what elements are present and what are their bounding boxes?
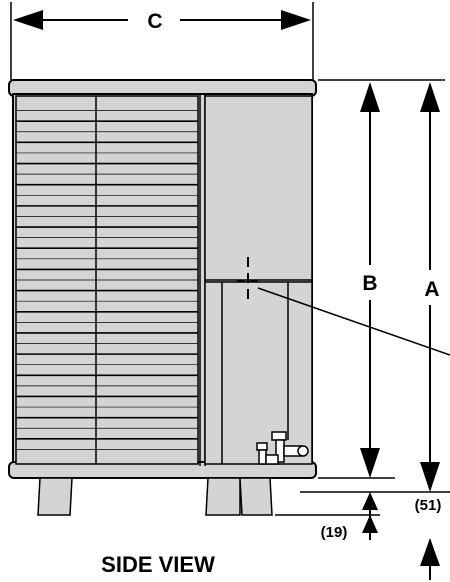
dim-c-label: C [147,10,162,33]
leader-line [257,287,450,356]
dim-51-arrow-up [420,538,440,566]
dim-51-label: (51) [415,497,442,514]
dim-c-arrow-left [13,10,43,30]
dimension-c: C [10,2,314,80]
upper-access-panel [204,95,313,281]
foot-center [205,477,241,516]
service-valves [256,431,309,465]
foot-left [37,477,73,516]
dimension-a: A [390,79,445,492]
base-dimensions: (51) (19) [275,477,450,580]
foot-right [239,477,273,516]
dim-a-arrow-bottom [420,462,440,492]
unit-body [8,79,450,479]
dim-19-label: (19) [321,524,348,541]
louver-slats [16,110,198,450]
service-panel [204,281,313,465]
feet [37,477,273,516]
valve-body-lower [258,449,267,465]
dim-19-arrow-up [362,492,378,510]
dim-b-label: B [362,272,377,295]
dimension-b: B [318,79,390,478]
valve-cap-upper [271,431,287,441]
valve-cap-lower [256,442,268,451]
dim-b-arrow-top [360,82,380,112]
louver-grille [15,95,199,465]
view-title: SIDE VIEW [101,552,215,577]
valve-port-lower [265,454,279,465]
dim-19-arrow-lower [362,515,378,533]
dim-a-arrow-top [420,82,440,112]
dim-a-label: A [424,278,439,301]
dim-b-arrow-bottom [360,448,380,478]
valve-port-end [297,445,309,457]
dim-c-arrow-right [281,10,311,30]
